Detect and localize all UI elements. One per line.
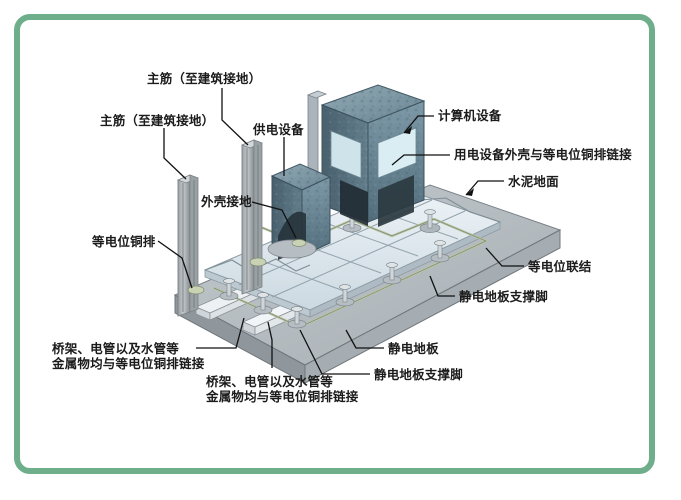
label-text: 主筋（至建筑接地） (147, 72, 262, 86)
static-floor-pedestal (253, 292, 273, 315)
static-floor-pedestal (219, 278, 239, 301)
label-pedestal-right: 静电地板支撑脚 (459, 290, 548, 305)
label-power-equipment: 供电设备 (253, 123, 304, 138)
cabinet-panel (377, 127, 417, 179)
concrete-column-front (176, 174, 200, 317)
static-floor-pedestal (335, 284, 355, 307)
label-text: 等电位铜排 (92, 235, 156, 249)
label-tray-bond-center: 桥架、电管以及水管等 金属物均与等电位铜排链接 (206, 375, 358, 405)
label-main-rebar-upper: 主筋（至建筑接地） (147, 72, 261, 87)
static-floor-pedestal (430, 240, 450, 263)
label-text: 供电设备 (253, 123, 304, 137)
label-text: 静电地板 (388, 342, 439, 356)
label-text-line1: 桥架、电管以及水管等 (206, 375, 334, 389)
label-enclosure-bonding: 用电设备外壳与等电位铜排链接 (454, 148, 632, 163)
label-text: 用电设备外壳与等电位铜排链接 (454, 148, 632, 162)
label-pedestal-center: 静电地板支撑脚 (374, 368, 463, 383)
cabinet-opening (340, 180, 368, 226)
static-floor-pedestal (287, 306, 307, 329)
label-cement-floor: 水泥地面 (508, 175, 559, 190)
busbar-terminal-group (187, 239, 307, 295)
concrete-column-rear (240, 139, 264, 295)
label-text: 等电位联结 (528, 260, 592, 274)
leader-lines (157, 88, 524, 375)
label-text: 静电地板支撑脚 (374, 368, 463, 382)
label-tray-bond-left: 桥架、电管以及水管等 金属物均与等电位铜排链接 (52, 342, 204, 372)
label-static-floor: 静电地板 (388, 342, 439, 357)
label-text: 计算机设备 (438, 109, 502, 123)
label-equipotential-bond: 等电位联结 (528, 260, 592, 275)
cabinet-opening (378, 175, 414, 227)
cabinet-panel (330, 130, 362, 179)
label-text: 水泥地面 (508, 175, 559, 189)
label-text: 主筋（至建筑接地） (100, 114, 215, 128)
label-text: 静电地板支撑脚 (459, 290, 548, 304)
label-computer-equipment: 计算机设备 (438, 109, 502, 124)
label-text-line2: 金属物均与等电位铜排链接 (206, 390, 359, 404)
label-equipotential-busbar: 等电位铜排 (92, 235, 156, 250)
label-text: 外壳接地 (201, 195, 252, 209)
label-text-line2: 金属物均与等电位铜排链接 (52, 357, 205, 371)
label-main-rebar-lower: 主筋（至建筑接地） (100, 114, 214, 129)
static-floor-pedestal (419, 209, 441, 233)
static-floor-pedestal (382, 262, 402, 285)
label-shell-grounding: 外壳接地 (201, 195, 252, 210)
static-floor-pedestal-group (219, 209, 450, 329)
label-text-line1: 桥架、电管以及水管等 (52, 342, 180, 356)
